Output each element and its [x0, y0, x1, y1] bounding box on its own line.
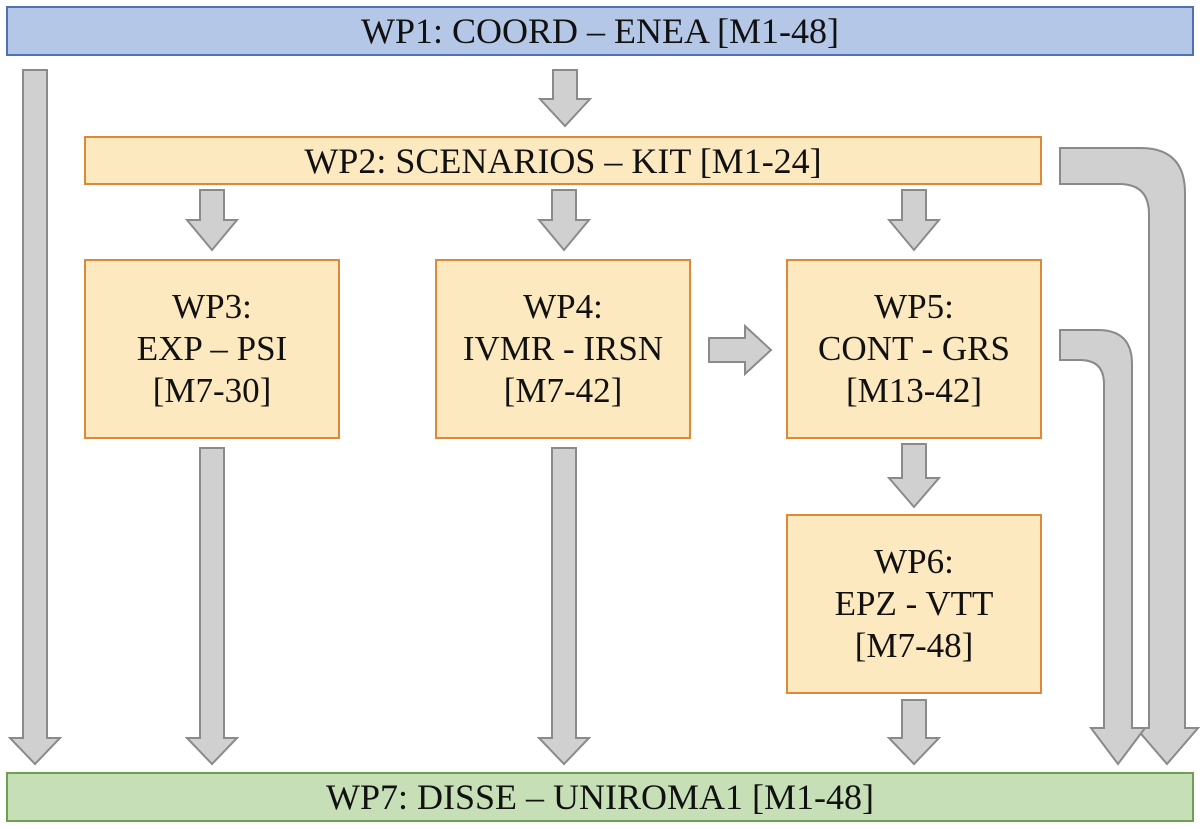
wp7-label: WP7: DISSE – UNIROMA1 [M1-48] — [326, 777, 874, 817]
arrow-wp6-to-wp7 — [886, 699, 942, 766]
wp5-id: WP5: — [874, 287, 954, 326]
wp6-box: WP6: EPZ - VTT [M7-48] — [786, 514, 1042, 694]
wp4-name: IVMR - IRSN — [462, 329, 664, 368]
wp5-period: [M13-42] — [845, 371, 983, 410]
wp3-period: [M7-30] — [152, 371, 272, 410]
wp4-id: WP4: — [523, 287, 603, 326]
wp3-box: WP3: EXP – PSI [M7-30] — [84, 259, 340, 439]
wp3-name: EXP – PSI — [136, 329, 288, 368]
wp6-id: WP6: — [874, 542, 954, 581]
arrow-wp5-to-wp6 — [886, 443, 942, 509]
wp5-box: WP5: CONT - GRS [M13-42] — [786, 259, 1042, 439]
wp3-id: WP3: — [172, 287, 252, 326]
wp4-box: WP4: IVMR - IRSN [M7-42] — [435, 259, 691, 439]
arrow-wp4-to-wp7 — [536, 447, 592, 766]
arrow-wp2-to-wp7-curved — [1059, 147, 1200, 766]
arrow-wp1-to-wp7 — [7, 69, 63, 766]
arrow-wp2-to-wp3 — [184, 189, 240, 252]
wp6-name: EPZ - VTT — [834, 584, 994, 623]
wp6-period: [M7-48] — [854, 626, 974, 665]
wp4-period: [M7-42] — [503, 371, 623, 410]
wp2-scenarios-bar: WP2: SCENARIOS – KIT [M1-24] — [84, 136, 1042, 185]
arrow-wp2-to-wp4 — [536, 189, 592, 252]
arrow-wp5-to-wp7-curved — [1059, 329, 1147, 766]
arrow-wp1-to-wp2 — [537, 69, 593, 128]
wp5-name: CONT - GRS — [818, 329, 1010, 368]
wp1-label: WP1: COORD – ENEA [M1-48] — [361, 11, 839, 51]
arrow-wp4-to-wp5 — [708, 323, 773, 377]
arrow-wp3-to-wp7 — [184, 447, 240, 766]
wp7-dissemination-bar: WP7: DISSE – UNIROMA1 [M1-48] — [6, 772, 1194, 822]
arrow-wp2-to-wp5 — [886, 189, 942, 252]
wp1-coordination-bar: WP1: COORD – ENEA [M1-48] — [6, 6, 1194, 56]
wp2-label: WP2: SCENARIOS – KIT [M1-24] — [304, 140, 822, 181]
